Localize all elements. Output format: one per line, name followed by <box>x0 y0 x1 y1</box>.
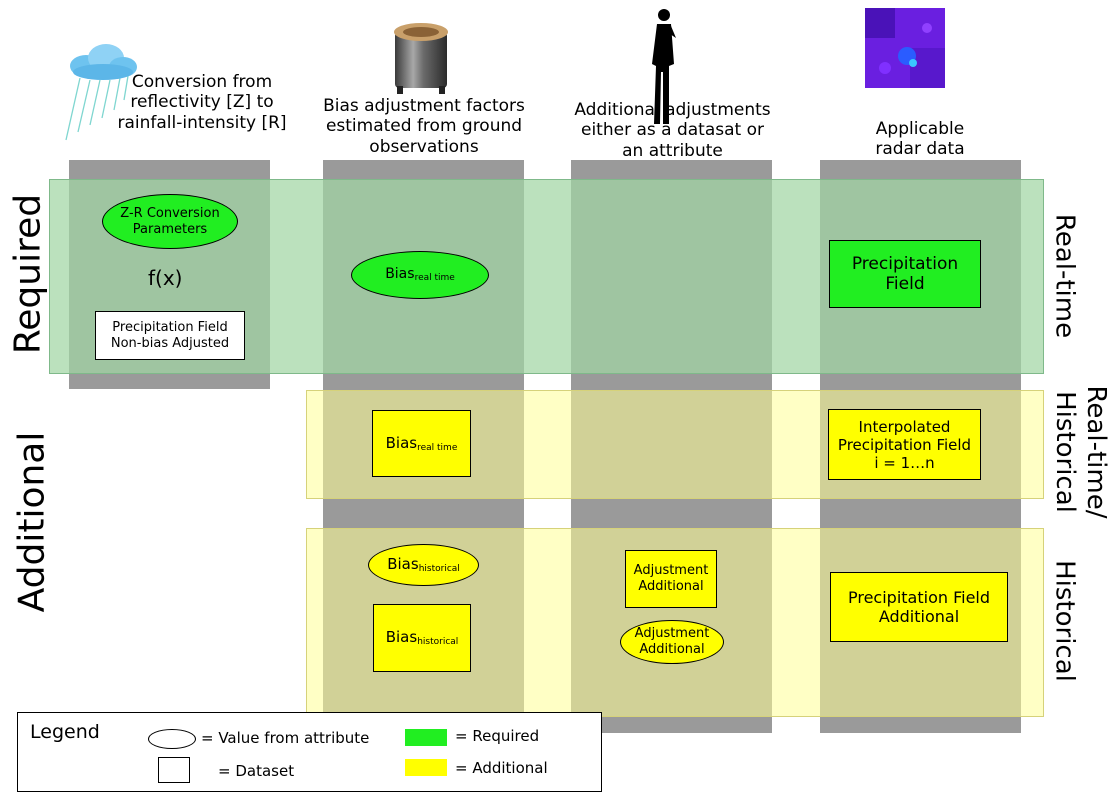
additional-row-label: Additional <box>11 431 53 613</box>
bias-subscript: real time <box>417 442 458 453</box>
rain-cloud-icon <box>65 44 137 141</box>
bias-label: Bias <box>387 555 419 574</box>
adjustment-additional-attribute: Adjustment Additional <box>620 620 724 664</box>
zr-column-header: Conversion from reflectivity [Z] to rain… <box>112 72 292 133</box>
bias-label: Bias <box>385 433 418 452</box>
precipitation-field-additional-dataset: Precipitation Field Additional <box>830 572 1008 642</box>
bias-subscript: historical <box>418 564 460 575</box>
interpolated-precipitation-field-dataset: Interpolated Precipitation Field i = 1…n <box>828 409 981 480</box>
bias-label: Bias <box>385 266 415 283</box>
precipitation-field-non-bias-dataset: Precipitation Field Non-bias Adjusted <box>95 311 245 360</box>
legend-green-label: = Required <box>455 727 540 745</box>
precip-nonbias-line2: Non-bias Adjusted <box>110 335 230 351</box>
conversion-function-label: f(x) <box>148 266 183 290</box>
additional-column-header: Additional adjustments either as a datas… <box>570 100 775 161</box>
realtime-historical-line1: Real-time/ <box>1081 385 1112 519</box>
precip-field-line2: Field <box>885 274 925 294</box>
legend-yellow-swatch <box>405 759 447 776</box>
bias-header-text: Bias adjustment factors estimated from g… <box>323 96 525 157</box>
legend-oval-label: = Value from attribute <box>201 729 370 747</box>
adj-line1: Adjustment <box>634 626 710 642</box>
radar-column-header: Applicable radar data <box>860 119 980 160</box>
legend-oval-swatch <box>148 729 196 749</box>
adj-line2: Additional <box>638 579 704 594</box>
realtime-row-label: Real-time <box>1049 213 1080 339</box>
zr-conversion-parameters-attribute: Z-R Conversion Parameters <box>102 194 238 249</box>
precip-field-line1: Precipitation <box>851 253 959 274</box>
legend-yellow-label: = Additional <box>455 759 548 777</box>
bias-column-header: Bias adjustment factors estimated from g… <box>318 96 530 157</box>
rain-gauge-icon <box>394 23 448 94</box>
bias-historical-attribute: Biashistorical <box>368 544 479 586</box>
bias-realtime-required-attribute: Biasreal time <box>351 251 489 299</box>
adjustment-additional-dataset: Adjustment Additional <box>625 550 717 608</box>
bias-historical-dataset: Biashistorical <box>373 604 471 672</box>
bias-subscript: real time <box>414 273 455 284</box>
precip-add-line1: Precipitation Field <box>847 587 991 607</box>
additional-header-text: Additional adjustments either as a datas… <box>574 100 771 161</box>
zr-header-text: Conversion from reflectivity [Z] to rain… <box>117 72 287 133</box>
required-row-label: Required <box>7 193 49 355</box>
precip-add-line2: Additional <box>878 607 960 626</box>
historical-row-label: Historical <box>1049 560 1080 682</box>
person-silhouette-icon <box>652 9 676 124</box>
precip-nonbias-line1: Precipitation Field <box>112 319 228 335</box>
legend-title: Legend <box>30 721 100 743</box>
interp-line1: Interpolated <box>858 417 951 436</box>
legend: Legend = Value from attribute = Dataset … <box>17 712 602 792</box>
legend-rect-swatch <box>158 757 190 783</box>
bias-label: Bias <box>385 628 418 647</box>
precipitation-field-dataset: Precipitation Field <box>829 240 981 308</box>
interp-line3: i = 1…n <box>874 453 935 472</box>
realtime-historical-line2: Historical <box>1050 391 1080 513</box>
adj-line2: Additional <box>639 642 705 657</box>
legend-rect-label: = Dataset <box>218 762 295 780</box>
realtime-historical-row-label: Real-time/ Historical <box>1049 386 1111 519</box>
interp-line2: Precipitation Field <box>837 435 972 454</box>
radar-header-text: Applicable radar data <box>875 119 965 160</box>
adj-line1: Adjustment <box>633 563 709 579</box>
bias-realtime-additional-dataset: Biasreal time <box>372 410 471 477</box>
zr-params-text: Z-R Conversion Parameters <box>120 205 220 237</box>
radar-image-icon <box>865 8 945 88</box>
legend-green-swatch <box>405 729 447 746</box>
bias-subscript: historical <box>417 637 459 648</box>
